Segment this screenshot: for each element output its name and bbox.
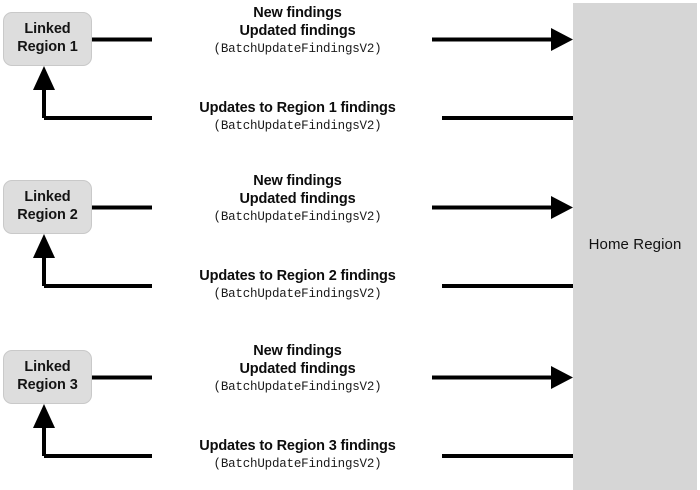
outbound-label-region-3-line1: New findings	[253, 343, 342, 359]
inbound-line-region-3	[442, 454, 573, 458]
linked-region-2-box: Linked Region 2	[3, 180, 92, 234]
linked-region-2-label-line1: Linked	[24, 189, 71, 206]
inbound-line-region-2	[442, 284, 573, 288]
outbound-line-region-2	[432, 205, 554, 210]
inbound-label-region-1: Updates to Region 1 findings (BatchUpdat…	[160, 100, 435, 134]
inbound-label-region-1-api: (BatchUpdateFindingsV2)	[213, 118, 382, 133]
linked-region-1-label-line2: Region 1	[17, 39, 78, 55]
inbound-line-region-1	[442, 116, 573, 120]
outbound-label-region-3-api: (BatchUpdateFindingsV2)	[213, 379, 382, 394]
inbound-stub-region-1	[44, 116, 152, 120]
inbound-label-region-3-line1: Updates to Region 3 findings	[199, 438, 396, 454]
outbound-label-region-3: New findings Updated findings (BatchUpda…	[160, 343, 435, 395]
inbound-label-region-3-api: (BatchUpdateFindingsV2)	[213, 456, 382, 471]
linked-region-1-label-line1: Linked	[24, 21, 71, 38]
inbound-label-region-3: Updates to Region 3 findings (BatchUpdat…	[160, 438, 435, 472]
outbound-label-region-1-line1: New findings	[253, 5, 342, 21]
outbound-label-region-2-line2: Updated findings	[239, 190, 356, 207]
inbound-label-region-2-line1: Updates to Region 2 findings	[199, 268, 396, 284]
home-region-label: Home Region	[588, 236, 682, 253]
inbound-arrowhead-region-3	[33, 404, 55, 428]
inbound-label-region-2: Updates to Region 2 findings (BatchUpdat…	[160, 268, 435, 302]
linked-region-1-box: Linked Region 1	[3, 12, 92, 66]
inbound-stub-region-2	[44, 284, 152, 288]
inbound-arrowhead-region-2	[33, 234, 55, 258]
outbound-label-region-2-line1: New findings	[253, 173, 342, 189]
outbound-line-region-3	[432, 375, 554, 380]
stub-line-region-2	[90, 205, 152, 210]
outbound-label-region-1-api: (BatchUpdateFindingsV2)	[213, 41, 382, 56]
outbound-line-region-1	[432, 37, 554, 42]
inbound-riser-region-1	[42, 78, 46, 118]
inbound-riser-region-2	[42, 246, 46, 286]
outbound-label-region-2: New findings Updated findings (BatchUpda…	[160, 173, 435, 225]
outbound-arrowhead-region-3	[551, 366, 573, 389]
inbound-riser-region-3	[42, 416, 46, 456]
inbound-label-region-1-line1: Updates to Region 1 findings	[199, 100, 396, 116]
outbound-arrowhead-region-2	[551, 196, 573, 219]
linked-region-3-label-line2: Region 3	[17, 377, 78, 393]
inbound-label-region-2-api: (BatchUpdateFindingsV2)	[213, 286, 382, 301]
inbound-stub-region-3	[44, 454, 152, 458]
stub-line-region-3	[90, 375, 152, 380]
outbound-label-region-2-api: (BatchUpdateFindingsV2)	[213, 209, 382, 224]
linked-region-3-label: Linked Region 3	[17, 359, 78, 394]
home-region-panel	[573, 3, 697, 490]
inbound-arrowhead-region-1	[33, 66, 55, 90]
linked-region-2-label-line2: Region 2	[17, 207, 78, 223]
stub-line-region-1	[90, 37, 152, 42]
linked-region-2-label: Linked Region 2	[17, 189, 78, 224]
linked-region-3-box: Linked Region 3	[3, 350, 92, 404]
linked-region-1-label: Linked Region 1	[17, 21, 78, 56]
linked-region-3-label-line1: Linked	[24, 359, 71, 376]
outbound-arrowhead-region-1	[551, 28, 573, 51]
outbound-label-region-3-line2: Updated findings	[239, 360, 356, 377]
outbound-label-region-1: New findings Updated findings (BatchUpda…	[160, 5, 435, 57]
outbound-label-region-1-line2: Updated findings	[239, 22, 356, 39]
